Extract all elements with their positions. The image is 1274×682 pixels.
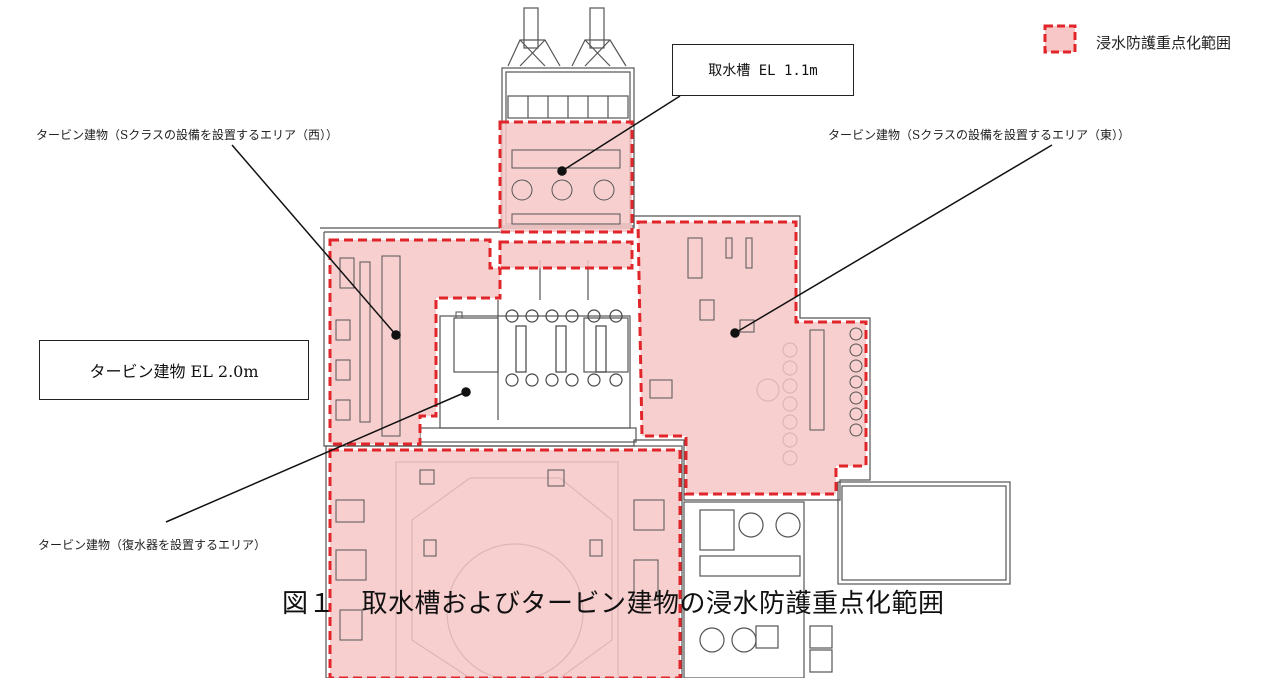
zone-lower — [328, 448, 682, 680]
equipment-marks — [335, 149, 863, 641]
label-condenser-area: タービン建物（復水器を設置するエリア） — [38, 538, 267, 552]
leader-west — [231, 144, 397, 336]
label-west-area: タービン建物（Sクラスの設備を設置するエリア（西）） — [36, 128, 338, 142]
leader-intake — [561, 95, 681, 172]
leader-lines — [165, 95, 1053, 523]
figure-caption: 図１ 取水槽およびタービン建物の浸水防護重点化範囲 — [282, 589, 945, 619]
callout-turbine-text: タービン建物 EL 2.0m — [89, 362, 259, 381]
callout-intake: 取水槽 EL 1.1m — [672, 44, 854, 96]
zone-inner-top — [498, 240, 634, 270]
leader-condenser — [165, 391, 467, 523]
zone-east — [636, 220, 868, 496]
legend-label: 浸水防護重点化範囲 — [1096, 34, 1232, 52]
zone-west — [328, 238, 502, 446]
legend-swatch — [1043, 24, 1077, 54]
condenser-units — [505, 309, 623, 387]
callout-turbine: タービン建物 EL 2.0m — [39, 340, 309, 400]
label-east-area: タービン建物（Sクラスの設備を設置するエリア（東）） — [828, 128, 1130, 142]
callout-intake-text: 取水槽 EL 1.1m — [708, 63, 818, 79]
leader-east — [734, 144, 1053, 334]
